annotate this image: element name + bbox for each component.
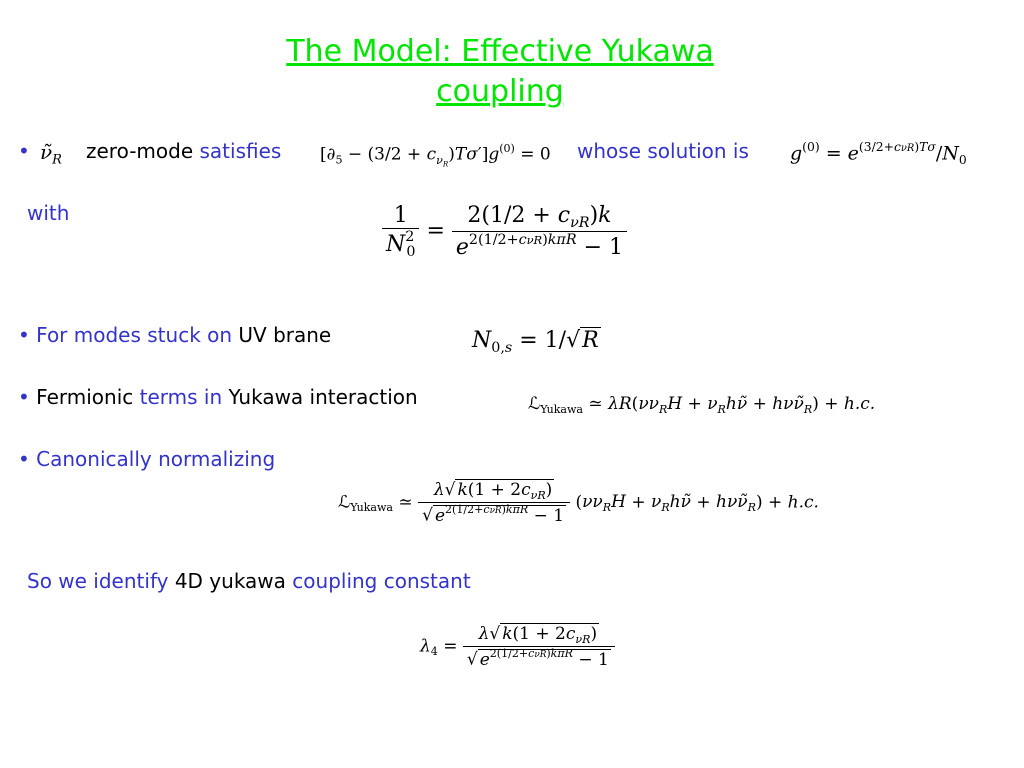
bullet-3: • Fermionic terms in Yukawa interaction [18,384,418,410]
bullet-1: • [18,138,30,164]
yukawa-interaction-text: Yukawa interaction [228,385,418,409]
bullet-2: • For modes stuck on UV brane [18,322,331,348]
slide-title-line1: The Model: Effective Yukawa [286,34,714,69]
whose-solution-text: whose solution is [577,139,749,163]
identify-line: So we identify 4D yukawa coupling consta… [27,568,471,594]
modes-stuck-text: For modes stuck on [36,323,233,347]
equation-uv-brane: N0,s = 1/√R [472,327,601,356]
bullet-marker: • [18,323,30,347]
bullet-marker: • [18,385,30,409]
equation-nu-tilde-r: ν̃R [40,140,62,168]
zero-mode-text: zero-mode [86,139,194,163]
satisfies-text: satisfies [199,139,282,163]
bullet-marker: • [18,447,30,471]
equation-normalized-yukawa: ℒYukawa ≃ λ√k(1 + 2cνR)√e2(1/2+cνR)kπR −… [338,479,819,526]
so-we-identify-text: So we identify [27,569,169,593]
with-text: with [27,201,70,225]
fermionic-text: Fermionic [36,385,134,409]
equation-yukawa-lagrangian: ℒYukawa ≃ λR(ννRH + νRhν̃ + hνν̃R) + h.c… [528,394,876,416]
bullet-marker: • [18,139,30,163]
uv-brane-text: UV brane [238,323,332,347]
coupling-constant-text: coupling constant [292,569,471,593]
bullet-4: • Canonically normalizing [18,446,275,472]
equation-solution: g(0) = e(3/2+cνR)Tσ/N0 [790,140,967,167]
equation-zero-mode: [∂5 − (3/2 + cνR)Tσ′]g(0) = 0 [320,142,551,169]
slide-title-line2: coupling [436,74,564,109]
4d-yukawa-text: 4D yukawa [174,569,286,593]
terms-in-text: terms in [139,385,223,409]
canonically-normalizing-text: Canonically normalizing [36,447,276,471]
equation-lambda4: λ4 = λ√k(1 + 2cνR)√e2(1/2+cνR)kπR − 1 [420,623,615,670]
slide-title: The Model: Effective Yukawa coupling [0,32,1000,112]
bullet-1-text: zero-mode satisfies [86,138,281,164]
